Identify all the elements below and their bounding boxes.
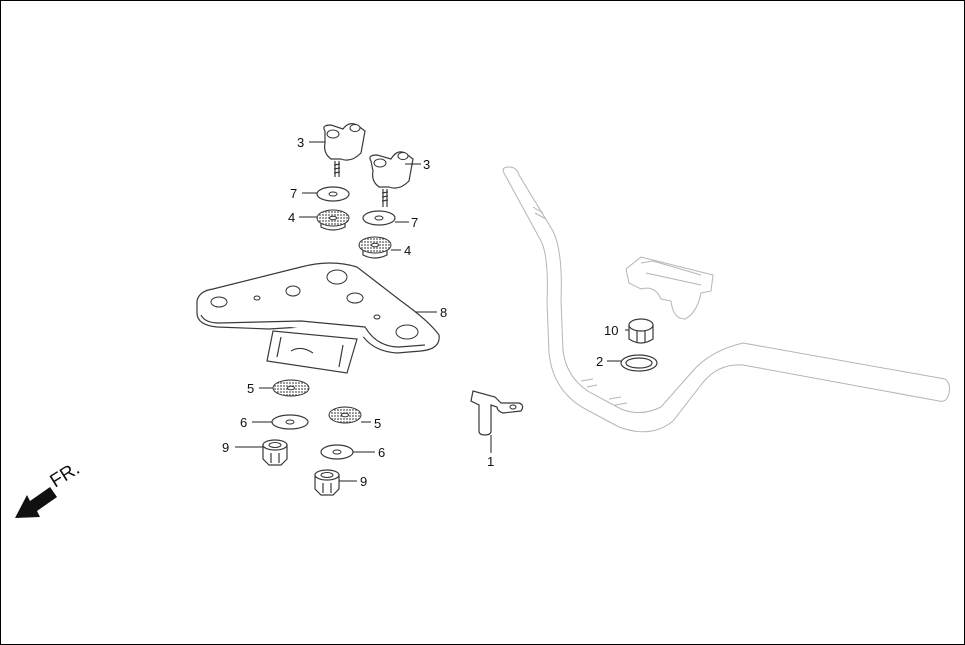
rubber-lower-b	[328, 406, 362, 424]
callout-5-b: 5	[374, 416, 381, 431]
callout-4-b: 4	[404, 243, 411, 258]
callout-5-a: 5	[247, 381, 254, 396]
holder-bracket	[196, 262, 440, 374]
bar-clamp-b	[369, 151, 414, 207]
callout-7-a: 7	[290, 186, 297, 201]
callout-2: 2	[596, 354, 603, 369]
rubber-upper-a	[316, 209, 350, 231]
rubber-upper-b	[358, 236, 392, 259]
callout-6-a: 6	[240, 415, 247, 430]
callout-4-a: 4	[288, 210, 295, 225]
callout-8: 8	[440, 305, 447, 320]
nut-a	[262, 439, 288, 466]
seal-ring	[620, 354, 658, 372]
leader-lines	[235, 141, 629, 482]
washer-upper-b	[362, 210, 396, 226]
washer-lower-b	[320, 444, 354, 460]
callout-10: 10	[604, 323, 618, 338]
callout-1: 1	[487, 454, 494, 469]
callout-9-a: 9	[222, 440, 229, 455]
nut-b	[314, 469, 340, 496]
upper-holder	[625, 256, 714, 320]
washer-lower-a	[271, 414, 309, 430]
callout-7-b: 7	[411, 215, 418, 230]
front-arrow-icon	[15, 487, 57, 518]
callout-6-b: 6	[378, 445, 385, 460]
callout-9-b: 9	[360, 474, 367, 489]
rubber-lower-a	[272, 379, 310, 397]
front-indicator: FR.	[15, 458, 84, 518]
handlebar	[502, 166, 950, 433]
bar-clamp-a	[323, 123, 366, 177]
callout-3-a: 3	[297, 135, 304, 150]
callout-3-b: 3	[423, 157, 430, 172]
cap-nut	[628, 318, 654, 344]
front-label: FR.	[47, 458, 84, 492]
callouts: 3 3 7 7 4 4 8 5 5 6 6 9 9 1 10 2	[222, 135, 618, 489]
wire-holder	[470, 390, 524, 436]
washer-upper-a	[316, 186, 350, 202]
